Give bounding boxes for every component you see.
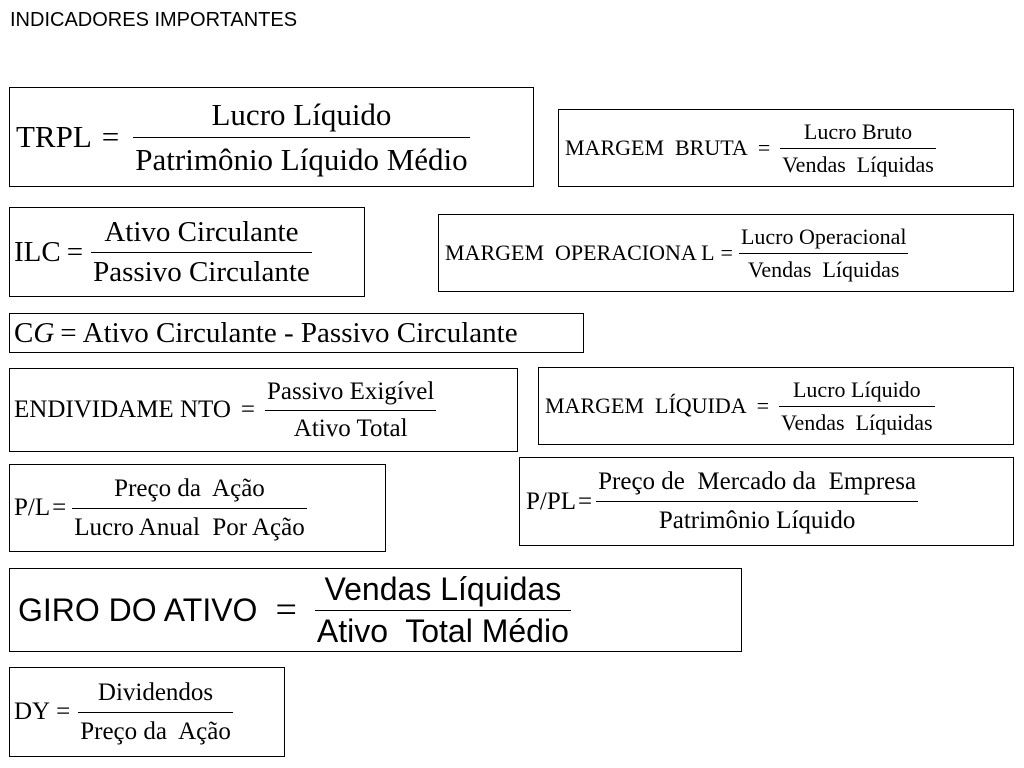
formula-lhs: MARGEM BRUTA xyxy=(565,135,748,160)
formula-endividamento: ENDIVIDAME NTO = Passivo Exigível Ativo … xyxy=(9,368,518,452)
formula-margem-liquida: MARGEM LÍQUIDA = Lucro Líquido Vendas Lí… xyxy=(538,367,1014,445)
formula-lhs: ILC xyxy=(14,235,61,268)
equals-sign: = xyxy=(757,135,771,160)
fraction: Lucro Operacional Vendas Líquidas xyxy=(738,223,909,283)
formula-margem-operacional: MARGEM OPERACIONA L = Lucro Operacional … xyxy=(438,214,1014,292)
fraction: Lucro Líquido Patrimônio Líquido Médio xyxy=(133,96,470,178)
formula-lhs: TRPL xyxy=(16,119,92,154)
fraction-bar xyxy=(91,251,312,253)
denominator: Lucro Anual Por Ação xyxy=(74,513,305,541)
formula-lhs: ENDIVIDAME NTO xyxy=(14,396,231,423)
equals-sign: = xyxy=(56,698,71,725)
numerator: Preço de Mercado da Empresa xyxy=(598,468,917,495)
fraction-bar xyxy=(314,609,571,611)
numerator: Lucro Bruto xyxy=(803,118,913,144)
fraction: Lucro Bruto Vendas Líquidas xyxy=(780,119,936,178)
formula-ppl: P/PL = Preço de Mercado da Empresa Patri… xyxy=(519,457,1014,546)
denominator: Vendas Líquidas xyxy=(782,151,934,177)
equals-sign: = xyxy=(275,589,297,631)
numerator: Lucro Operacional xyxy=(740,223,907,249)
fraction-bar xyxy=(596,501,919,502)
numerator: Preço da Ação xyxy=(114,474,265,502)
numerator: Lucro Líquido xyxy=(211,96,392,132)
formula-giro-do-ativo: GIRO DO ATIVO = Vendas Líquidas Ativo To… xyxy=(9,568,742,652)
fraction: Dividendos Preço da Ação xyxy=(78,679,233,746)
numerator: Ativo Circulante xyxy=(104,215,299,248)
formula-margem-bruta: MARGEM BRUTA = Lucro Bruto Vendas Líquid… xyxy=(558,109,1014,187)
equals-sign: = xyxy=(52,494,67,521)
numerator: Vendas Líquidas xyxy=(324,570,562,607)
numerator: Passivo Exigível xyxy=(266,377,435,405)
denominator: Vendas Líquidas xyxy=(781,409,933,435)
equals-sign: = xyxy=(578,487,593,515)
fraction: Ativo Circulante Passivo Circulante xyxy=(91,216,312,289)
fraction: Preço de Mercado da Empresa Patrimônio L… xyxy=(596,468,919,535)
fraction: Preço da Ação Lucro Anual Por Ação xyxy=(72,475,307,542)
equals-sign: = xyxy=(66,235,84,268)
denominator: Preço da Ação xyxy=(80,717,231,745)
equals-sign: = xyxy=(756,393,770,418)
formula-lhs: GIRO DO ATIVO xyxy=(18,591,258,628)
denominator: Patrimônio Líquido xyxy=(658,507,856,534)
fraction-bar xyxy=(133,136,470,138)
formula-pl: P/L = Preço da Ação Lucro Anual Por Ação xyxy=(9,464,386,552)
formula-dy: DY = Dividendos Preço da Ação xyxy=(9,667,285,757)
denominator: Ativo Total xyxy=(293,414,408,442)
fraction: Lucro Líquido Vendas Líquidas xyxy=(779,377,935,436)
denominator: Ativo Total Médio xyxy=(316,612,569,649)
formula-lhs: MARGEM LÍQUIDA xyxy=(545,393,747,418)
formula-trpl: TRPL = Lucro Líquido Patrimônio Líquido … xyxy=(9,87,534,187)
formula-lhs: P/L xyxy=(14,494,51,521)
fraction-bar xyxy=(72,507,307,509)
numerator: Dividendos xyxy=(97,678,214,706)
fraction-bar xyxy=(264,409,437,411)
fraction: Passivo Exigível Ativo Total xyxy=(264,377,437,443)
fraction-bar xyxy=(738,252,909,254)
denominator: Vendas Líquidas xyxy=(747,256,900,282)
formula-lhs-g: G xyxy=(33,316,55,349)
denominator: Passivo Circulante xyxy=(93,255,310,288)
formula-lhs: P/PL xyxy=(526,487,577,515)
fraction-bar xyxy=(78,711,233,713)
equals-sign: = xyxy=(720,240,733,265)
denominator: Patrimônio Líquido Médio xyxy=(135,141,468,177)
fraction-bar xyxy=(779,405,935,407)
fraction-bar xyxy=(780,147,936,149)
formula-lhs: DY xyxy=(14,698,51,725)
numerator: Lucro Líquido xyxy=(792,376,921,402)
formula-lhs-c: C xyxy=(14,316,34,349)
formula-ilc: ILC = Ativo Circulante Passivo Circulant… xyxy=(9,207,365,297)
formula-lhs: MARGEM OPERACIONA L xyxy=(445,240,715,265)
equals-sign: = xyxy=(240,396,255,423)
fraction: Vendas Líquidas Ativo Total Médio xyxy=(314,570,571,650)
equals-sign: = xyxy=(101,119,120,154)
page-title: INDICADORES IMPORTANTES xyxy=(10,9,298,31)
equals-sign: = xyxy=(60,316,77,349)
formula-rhs: Ativo Circulante - Passivo Circulante xyxy=(82,316,518,349)
